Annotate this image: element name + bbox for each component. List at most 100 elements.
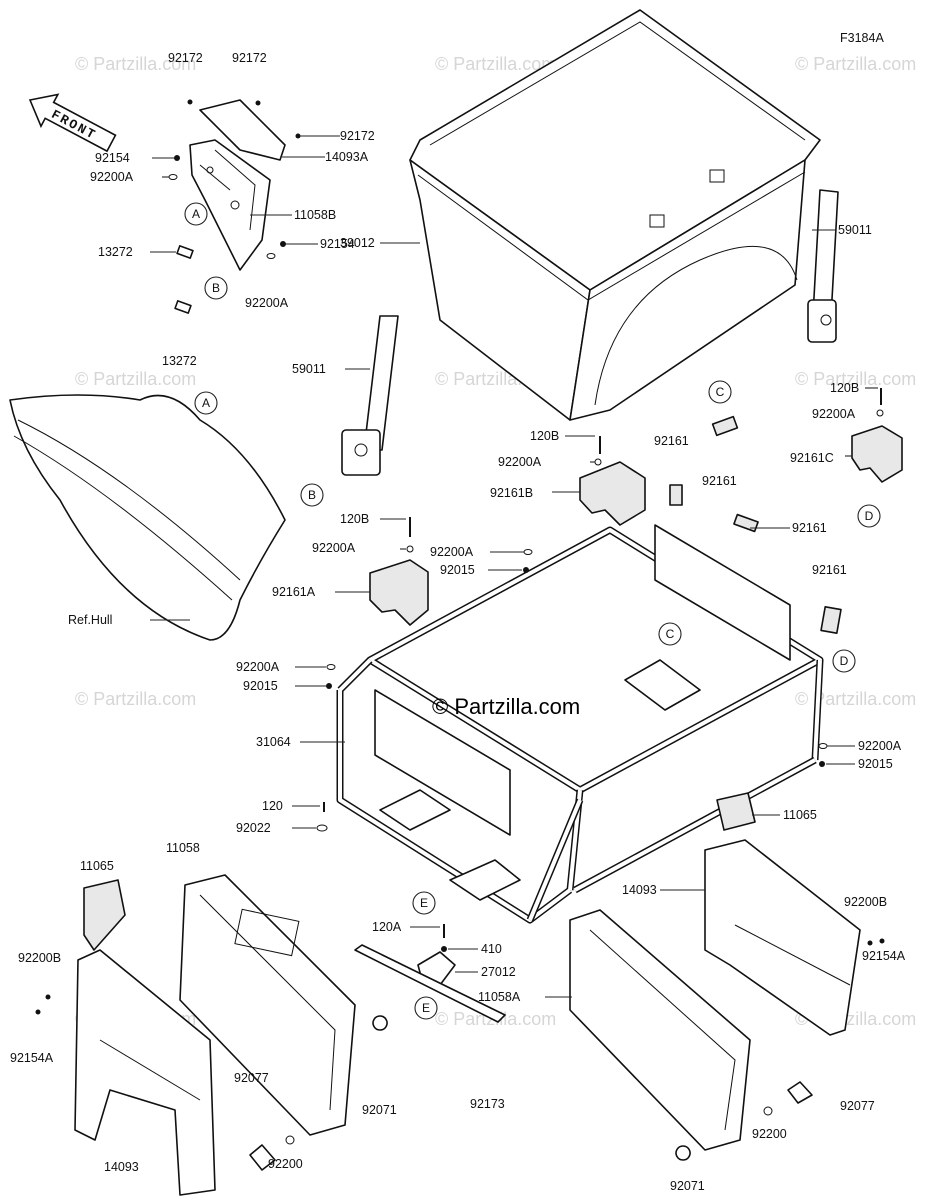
fasteners bbox=[168, 99, 301, 259]
storage-box-39012 bbox=[409, 9, 821, 421]
holder-14093-left bbox=[74, 949, 216, 1196]
part-label: 410 bbox=[481, 942, 502, 956]
ref-marker: A bbox=[202, 396, 210, 410]
ref-marker: D bbox=[865, 509, 874, 523]
part-label: 14093 bbox=[104, 1160, 139, 1174]
part-label: 92154 bbox=[320, 237, 355, 251]
ref-marker: C bbox=[716, 385, 725, 399]
part-label: 120B bbox=[830, 381, 859, 395]
part-label: 92200A bbox=[245, 296, 289, 310]
ref-hull-label: Ref.Hull bbox=[68, 613, 112, 627]
part-label: 13272 bbox=[98, 245, 133, 259]
part-label: 27012 bbox=[481, 965, 516, 979]
part-label: 92172 bbox=[340, 129, 375, 143]
bolts-120b bbox=[406, 388, 884, 553]
ref-marker: C bbox=[666, 627, 675, 641]
part-label: 92200A bbox=[858, 739, 902, 753]
part-label: 11058 bbox=[166, 841, 200, 855]
part-label: 120B bbox=[530, 429, 559, 443]
ref-markers: A B A B C D C D E E bbox=[184, 202, 881, 1020]
watermark: © Partzilla.com bbox=[435, 54, 556, 74]
part-label: 92200B bbox=[844, 895, 887, 909]
watermark: © Partzilla.com bbox=[75, 689, 196, 709]
ref-marker: E bbox=[420, 896, 428, 910]
watermark: © Partzilla.com bbox=[75, 369, 196, 389]
bracket-11058b bbox=[189, 99, 286, 271]
part-label: 92015 bbox=[440, 563, 475, 577]
part-label: 92071 bbox=[362, 1103, 397, 1117]
watermark: © Partzilla.com bbox=[795, 689, 916, 709]
part-label: 11065 bbox=[80, 859, 114, 873]
part-label: 11058A bbox=[478, 990, 521, 1004]
part-label: 59011 bbox=[838, 223, 872, 237]
ref-marker: E bbox=[422, 1001, 430, 1015]
watermark: © Partzilla.com bbox=[75, 54, 196, 74]
ref-hull bbox=[9, 394, 286, 641]
part-label: 92200A bbox=[312, 541, 356, 555]
part-label: 92200A bbox=[498, 455, 542, 469]
strap-59011-left bbox=[341, 315, 399, 476]
diagram-id: F3184A bbox=[840, 31, 884, 45]
brand-text: © Partzilla.com bbox=[432, 694, 580, 719]
clamp-92161a bbox=[369, 559, 429, 626]
rail-92173 bbox=[354, 944, 506, 1023]
part-label: 31064 bbox=[256, 735, 291, 749]
part-label: 92200A bbox=[236, 660, 280, 674]
clip-13272 bbox=[174, 300, 192, 314]
holder-14093-right bbox=[704, 839, 861, 1036]
part-label: 92154A bbox=[862, 949, 906, 963]
part-label: 92200 bbox=[752, 1127, 787, 1141]
part-label: 92015 bbox=[243, 679, 278, 693]
part-label: 92200A bbox=[430, 545, 474, 559]
part-label: 14093 bbox=[622, 883, 657, 897]
ref-marker: B bbox=[212, 281, 220, 295]
part-label: 92022 bbox=[236, 821, 271, 835]
part-label: 92200A bbox=[812, 407, 856, 421]
clamp-92161b bbox=[579, 461, 646, 526]
part-label: 120A bbox=[372, 920, 402, 934]
part-label: 92161 bbox=[702, 474, 737, 488]
pads-92161 bbox=[669, 415, 842, 635]
part-label: 11058B bbox=[294, 208, 336, 222]
watermark: © Partzilla.com bbox=[795, 54, 916, 74]
ref-marker: B bbox=[308, 488, 316, 502]
strap-59011-right bbox=[807, 189, 839, 343]
part-label: 120 bbox=[262, 799, 283, 813]
part-label: 92172 bbox=[168, 51, 203, 65]
part-label: 92015 bbox=[858, 757, 893, 771]
part-label: 92154 bbox=[95, 151, 130, 165]
clip-13272 bbox=[176, 245, 194, 259]
part-label: 92200 bbox=[268, 1157, 303, 1171]
part-label: 39012 bbox=[340, 236, 375, 250]
clamp-92161c bbox=[851, 425, 903, 483]
panel-11058 bbox=[179, 874, 356, 1136]
front-arrow-icon: FRONT bbox=[28, 93, 117, 153]
part-label: 59011 bbox=[292, 362, 326, 376]
ref-marker: A bbox=[192, 207, 200, 221]
leader-lines bbox=[150, 135, 878, 998]
part-label: 92161B bbox=[490, 486, 533, 500]
watermark: © Partzilla.com bbox=[795, 369, 916, 389]
small-hardware bbox=[35, 549, 885, 1171]
part-label: 11065 bbox=[783, 808, 817, 822]
part-label: 92161C bbox=[790, 451, 834, 465]
part-label: 92173 bbox=[470, 1097, 505, 1111]
part-label: 92154A bbox=[10, 1051, 54, 1065]
part-label: 92161 bbox=[792, 521, 827, 535]
part-label: 120B bbox=[340, 512, 369, 526]
part-label: 92077 bbox=[234, 1071, 269, 1085]
panel-11058a bbox=[569, 909, 751, 1151]
part-label: 92161 bbox=[654, 434, 689, 448]
rack-frame-31064 bbox=[336, 524, 824, 924]
part-label: 92200B bbox=[18, 951, 61, 965]
part-label: 14093A bbox=[325, 150, 369, 164]
part-label: 92161 bbox=[812, 563, 847, 577]
ref-marker: D bbox=[840, 654, 849, 668]
part-label: 92200A bbox=[90, 170, 134, 184]
part-label: 13272 bbox=[162, 354, 197, 368]
part-label: 92071 bbox=[670, 1179, 705, 1193]
callout-labels: 92172 92172 92172 92154 14093A 92200A 11… bbox=[10, 51, 906, 1193]
part-label: 92161A bbox=[272, 585, 316, 599]
